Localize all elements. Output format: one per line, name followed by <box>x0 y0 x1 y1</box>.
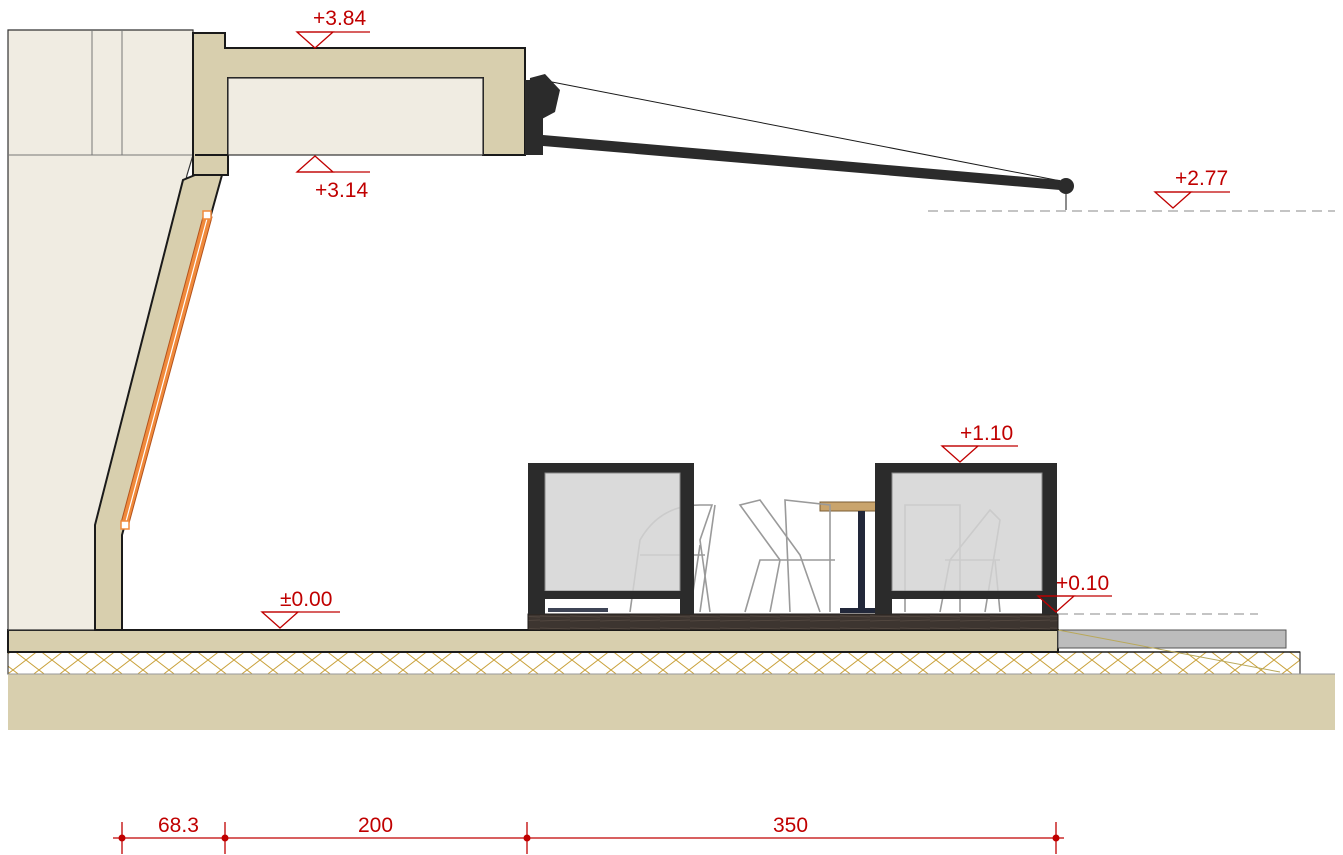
awning-arm <box>543 135 1060 190</box>
retractable-awning <box>525 74 1074 210</box>
ground-subsoil <box>8 674 1335 730</box>
level-marker-110: +1.10 <box>940 422 1018 463</box>
level-marker-010: +0.10 <box>1036 572 1258 615</box>
glass-screen-left <box>528 463 694 614</box>
dimension-label-3: 350 <box>773 814 808 837</box>
glazing-anchor-bottom <box>120 520 130 530</box>
awning-front-bar <box>1058 178 1074 194</box>
glass-screen-right <box>875 463 1057 614</box>
table-top <box>819 501 877 512</box>
dimension-chain: 68.3 200 350 <box>113 814 1064 854</box>
ground <box>7 651 1335 730</box>
glazing-anchor-top <box>202 210 212 220</box>
table-base <box>840 608 882 613</box>
level-marker-384: +3.84 <box>295 7 370 49</box>
terrace-deck <box>527 613 1059 631</box>
level-label-277: +2.77 <box>1175 167 1228 190</box>
level-label-314: +3.14 <box>315 179 368 202</box>
building-facade <box>7 29 230 631</box>
level-label-110: +1.10 <box>960 422 1013 445</box>
roof-slab <box>192 32 526 176</box>
ground-hatch-strip <box>7 651 1301 675</box>
cafe-furniture <box>528 463 1057 614</box>
awning-cassette <box>528 74 560 120</box>
dimension-label-1: 68.3 <box>158 814 199 837</box>
sidewalk-curb <box>1057 629 1287 649</box>
awning-fabric <box>551 81 1067 183</box>
table-leg <box>858 511 865 612</box>
roof-inner-void <box>227 77 484 156</box>
level-label-384: +3.84 <box>313 7 366 30</box>
level-label-010: +0.10 <box>1056 572 1109 595</box>
floor-slab-body <box>7 629 1059 653</box>
deck-boards <box>527 613 1059 631</box>
level-marker-314: +3.14 <box>295 155 370 202</box>
dimension-label-2: 200 <box>358 814 393 837</box>
level-marker-000: ±0.00 <box>260 588 340 629</box>
level-marker-277: +2.77 <box>928 167 1335 212</box>
level-label-000: ±0.00 <box>280 588 332 611</box>
